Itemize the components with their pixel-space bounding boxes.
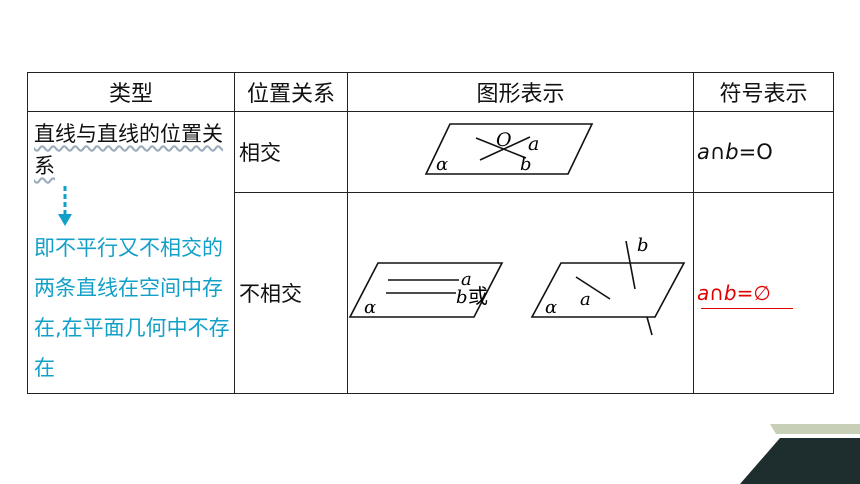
table-row: 直线与直线的位置关系 即不平行又不相交的两条直线在空间中存在,在平面几何中不存在… (27, 111, 834, 394)
figure-intersect: O a b α (347, 111, 694, 193)
type-cell: 直线与直线的位置关系 即不平行又不相交的两条直线在空间中存在,在平面几何中不存在 (27, 111, 235, 394)
label-or: 或 (468, 284, 488, 308)
header-symbol: 符号表示 (693, 72, 834, 112)
relations-table: 类型 位置关系 图形表示 符号表示 直线与直线的位置关系 即不平行又不相交的两条… (27, 72, 834, 394)
label-alpha: α (436, 154, 448, 175)
type-title: 直线与直线的位置关系 (34, 122, 223, 178)
label-b: b (520, 154, 532, 175)
header-position: 位置关系 (234, 72, 348, 112)
line-a (475, 137, 527, 159)
header-row: 类型 位置关系 图形表示 符号表示 (27, 72, 834, 112)
plane-shape-2 (530, 262, 686, 318)
line-b (479, 136, 531, 161)
label-a-2: a (580, 289, 591, 310)
answer-underline (701, 308, 793, 309)
label-a: a (528, 133, 539, 155)
intersect-diagram: O a b α (424, 123, 594, 175)
label-point: O (496, 129, 512, 151)
skew-line-b-bottom (646, 316, 653, 336)
position-nonintersect: 不相交 (234, 192, 348, 394)
figure-nonintersect: a b α 或 a b α (347, 192, 694, 394)
plane-shape-1 (348, 262, 504, 318)
label-alpha-2: α (545, 297, 557, 318)
table-row: 不相交 a b α 或 a b α a∩b=∅ (28, 192, 834, 394)
symbol-intersect: a∩b=O (693, 111, 834, 193)
skew-line-b-top (625, 240, 636, 290)
answer-symbol: a∩b=∅ (697, 281, 833, 309)
nonintersect-diagram: a b α 或 a b α (348, 235, 686, 336)
label-b-1: b (456, 287, 468, 308)
header-type: 类型 (27, 72, 235, 112)
label-a-1: a (461, 269, 472, 290)
type-note: 即不平行又不相交的两条直线在空间中存在,在平面几何中不存在 (34, 236, 230, 380)
symbol-nonintersect: a∩b=∅ (693, 192, 834, 394)
corner-decoration (740, 424, 860, 484)
position-intersect: 相交 (234, 111, 348, 193)
skew-line-a (575, 276, 611, 300)
down-arrow-icon (28, 182, 234, 228)
label-b-2: b (637, 235, 649, 256)
header-figure: 图形表示 (347, 72, 694, 112)
label-alpha-1: α (364, 297, 376, 318)
plane-shape (424, 123, 594, 175)
